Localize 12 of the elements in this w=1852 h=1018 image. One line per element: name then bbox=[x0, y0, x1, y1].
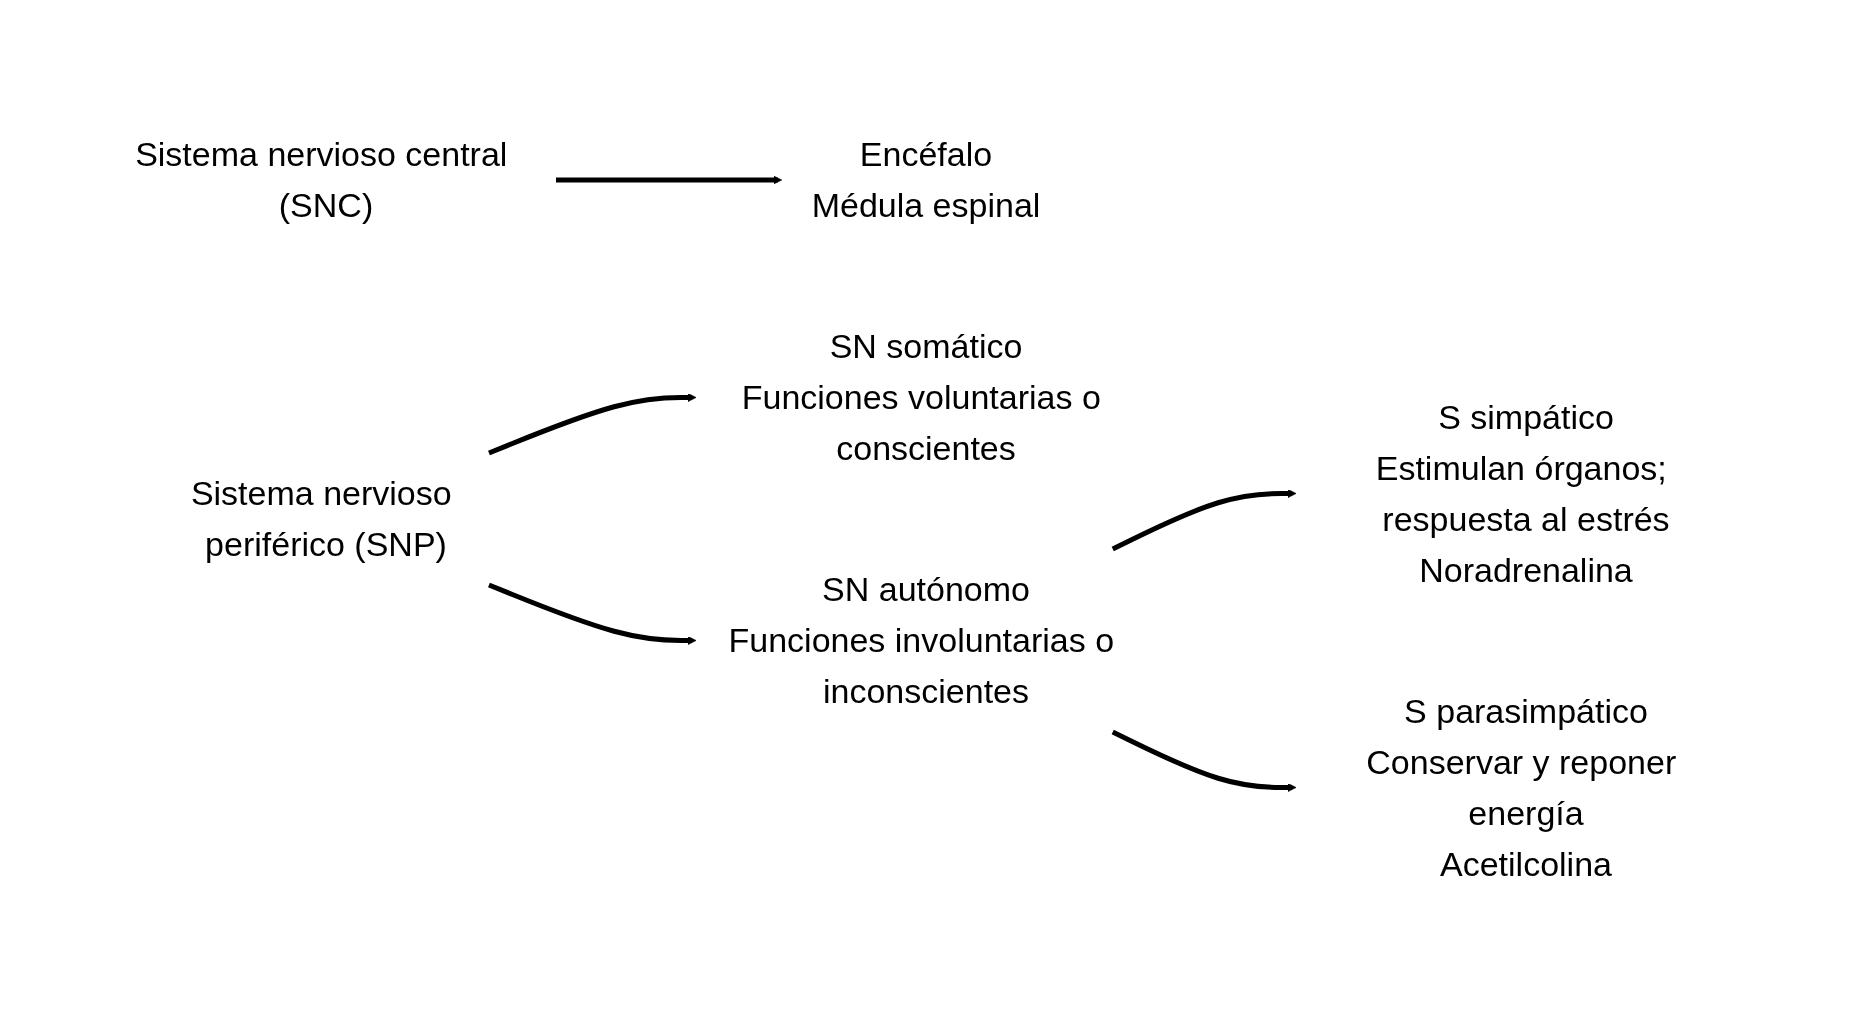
arrow bbox=[488, 582, 697, 645]
node-text: SN autónomo Funciones involuntarias o inconscientes bbox=[728, 569, 1115, 710]
node-text: S parasimpático Conservar y reponer energía Acetilcolina bbox=[1366, 691, 1677, 883]
node-text: SN somático Funciones voluntarias o conscientes bbox=[741, 326, 1101, 467]
node-text: Encéfalo Médula espinal bbox=[811, 134, 1041, 224]
node-text: Sistema nervioso periférico (SNP) bbox=[190, 473, 452, 563]
node-text: S simpático Estimulan órganos; respuesta al estrés Noradrenalina bbox=[1375, 397, 1670, 589]
node-text: Sistema nervioso central (SNC) bbox=[135, 134, 508, 224]
arrow bbox=[1111, 729, 1297, 792]
arrow bbox=[1111, 488, 1297, 551]
arrow bbox=[488, 392, 697, 456]
arrow bbox=[556, 175, 783, 185]
